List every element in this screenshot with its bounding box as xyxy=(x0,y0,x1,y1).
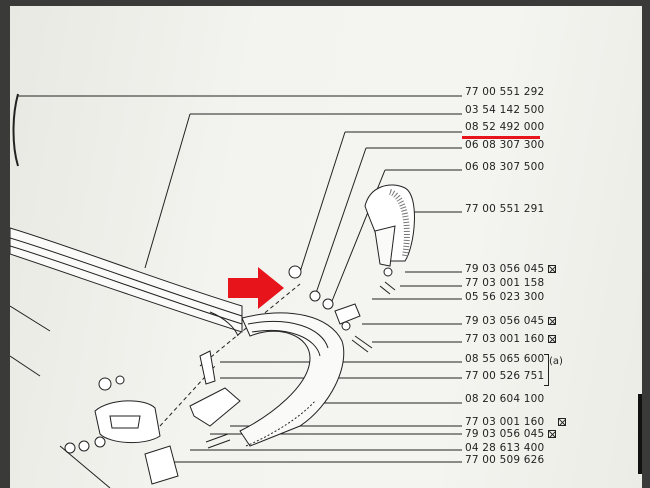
washer xyxy=(309,290,321,302)
leader-line xyxy=(299,131,462,273)
bumper-corner-part xyxy=(239,312,345,447)
part-number: 05 56 023 300 xyxy=(465,291,545,303)
saddle-part xyxy=(189,387,241,427)
page-edge xyxy=(12,93,19,167)
cross-box-icon xyxy=(548,335,557,343)
washer xyxy=(322,298,334,310)
bolt xyxy=(205,433,231,449)
part-number: 77 00 526 751 xyxy=(465,370,545,382)
part-number: 77 00 551 292 xyxy=(465,86,545,98)
bolt xyxy=(379,281,396,295)
washer xyxy=(341,321,351,331)
part-number-text: 79 03 056 045 xyxy=(465,428,545,440)
part-number: 77 00 551 291 xyxy=(465,203,545,215)
part-number: 79 03 056 045 xyxy=(465,263,557,275)
part-number: 77 03 001 158 xyxy=(465,277,545,289)
part-number: 06 08 307 500 xyxy=(465,161,545,173)
exploded-parts-diagram xyxy=(10,93,540,488)
part-number: 04 28 613 400 xyxy=(465,442,545,454)
mount-bracket-part xyxy=(94,400,161,444)
binder-clip xyxy=(638,394,642,474)
nut xyxy=(288,265,302,279)
part-number: 08 20 604 100 xyxy=(465,393,545,405)
washer xyxy=(383,267,393,277)
rail-part xyxy=(10,227,243,337)
bracket xyxy=(334,303,361,325)
red-arrow-icon xyxy=(228,267,284,309)
cross-box-icon xyxy=(548,317,557,325)
part-number: 79 03 056 045 xyxy=(465,428,557,440)
bolt xyxy=(351,335,373,353)
highlight-underline xyxy=(462,136,540,139)
part-number-text: 77 03 001 160 xyxy=(465,416,545,428)
part-number: 79 03 056 045 xyxy=(465,315,557,327)
part-number: 08 55 065 600 xyxy=(465,353,545,365)
part-number-highlighted: 08 52 492 000 xyxy=(465,121,545,133)
cross-box-icon xyxy=(548,430,557,438)
washer xyxy=(94,436,106,448)
part-number-text: 79 03 056 045 xyxy=(465,315,545,327)
part-number-text: 79 03 056 045 xyxy=(465,263,545,275)
part-number: 06 08 307 300 xyxy=(465,139,545,151)
catalog-page: 77 00 551 292 03 54 142 500 08 52 492 00… xyxy=(10,6,642,488)
leader-line xyxy=(144,113,462,269)
cross-box-icon xyxy=(558,418,567,426)
cross-box-icon xyxy=(548,265,557,273)
group-note: (a) xyxy=(549,356,563,367)
part-number: 77 03 001 160 xyxy=(465,416,567,428)
part-number: 77 03 001 160 xyxy=(465,333,557,345)
washer xyxy=(78,440,90,452)
part-number-text: 77 03 001 160 xyxy=(465,333,545,345)
part-number: 03 54 142 500 xyxy=(465,104,545,116)
nut xyxy=(98,377,112,391)
nut xyxy=(64,442,76,454)
leader-line xyxy=(314,147,462,297)
washer xyxy=(115,375,125,385)
part-number: 77 00 509 626 xyxy=(465,454,545,466)
clip xyxy=(199,350,216,385)
plate-part xyxy=(144,445,179,485)
rubber-buffer-part xyxy=(364,184,415,267)
